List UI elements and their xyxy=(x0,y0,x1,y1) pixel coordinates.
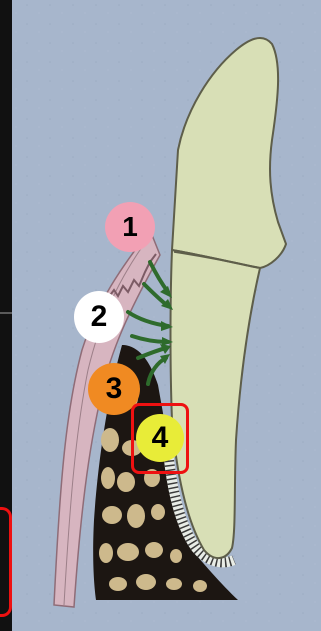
marker-2-label: 2 xyxy=(91,300,108,334)
left-red-box-fragment xyxy=(0,507,12,617)
highlight-box xyxy=(131,403,189,474)
marker-1: 1 xyxy=(105,202,155,252)
marker-2: 2 xyxy=(74,291,124,343)
marker-3-label: 3 xyxy=(106,372,123,406)
tooth-illustration xyxy=(12,0,321,631)
marker-1-label: 1 xyxy=(122,211,138,243)
